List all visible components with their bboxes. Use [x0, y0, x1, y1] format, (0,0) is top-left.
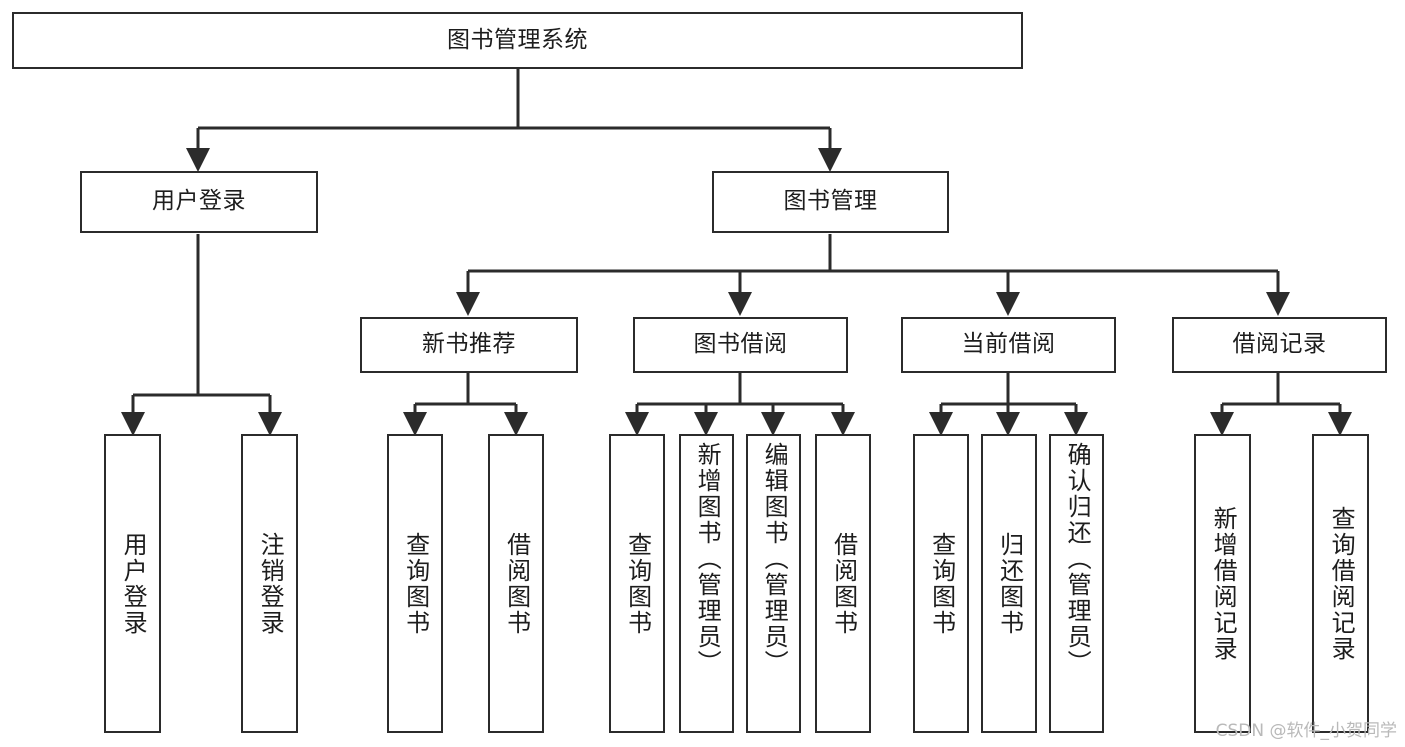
- node-leaf-current-return[interactable]: 归还图书: [981, 434, 1037, 733]
- node-leaf-borrow-edit-admin[interactable]: 编辑图书（管理员）: [746, 434, 801, 733]
- node-borrow-record[interactable]: 借阅记录: [1172, 317, 1387, 373]
- node-leaf-borrow-borrow-label: 借阅图书: [829, 531, 858, 636]
- node-leaf-user-login-signout-label: 注销登录: [256, 531, 285, 636]
- node-borrow-record-label: 借阅记录: [1232, 331, 1327, 358]
- node-leaf-borrow-query-label: 查询图书: [623, 531, 652, 636]
- node-leaf-borrow-edit-admin-label: 编辑图书（管理员）: [760, 442, 789, 676]
- node-root-system[interactable]: 图书管理系统: [12, 12, 1023, 69]
- node-leaf-borrow-add-admin[interactable]: 新增图书（管理员）: [679, 434, 734, 733]
- node-root-system-label: 图书管理系统: [447, 26, 588, 53]
- node-new-book-recommend[interactable]: 新书推荐: [360, 317, 578, 373]
- node-leaf-record-add[interactable]: 新增借阅记录: [1194, 434, 1251, 733]
- node-new-book-recommend-label: 新书推荐: [422, 331, 516, 358]
- node-book-management[interactable]: 图书管理: [712, 171, 949, 233]
- node-user-login[interactable]: 用户登录: [80, 171, 318, 233]
- node-book-borrow[interactable]: 图书借阅: [633, 317, 848, 373]
- node-leaf-record-query-label: 查询借阅记录: [1327, 505, 1356, 662]
- csdn-watermark: CSDN @软件_小贺同学: [1215, 721, 1397, 741]
- node-leaf-borrow-borrow[interactable]: 借阅图书: [815, 434, 871, 733]
- node-leaf-borrow-add-admin-label: 新增图书（管理员）: [693, 442, 722, 676]
- node-leaf-newbook-borrow[interactable]: 借阅图书: [488, 434, 544, 733]
- node-leaf-record-add-label: 新增借阅记录: [1209, 505, 1238, 662]
- node-book-management-label: 图书管理: [783, 188, 878, 215]
- node-current-borrow-label: 当前借阅: [961, 331, 1056, 358]
- node-leaf-user-login-signin-label: 用户登录: [119, 531, 148, 636]
- node-leaf-newbook-query-label: 查询图书: [401, 531, 430, 636]
- node-leaf-newbook-borrow-label: 借阅图书: [502, 531, 531, 636]
- node-leaf-current-query[interactable]: 查询图书: [913, 434, 969, 733]
- node-leaf-user-login-signin[interactable]: 用户登录: [104, 434, 161, 733]
- node-leaf-current-return-label: 归还图书: [995, 531, 1024, 636]
- node-leaf-newbook-query[interactable]: 查询图书: [387, 434, 443, 733]
- node-leaf-borrow-query[interactable]: 查询图书: [609, 434, 665, 733]
- node-user-login-label: 用户登录: [152, 188, 246, 215]
- node-leaf-record-query[interactable]: 查询借阅记录: [1312, 434, 1369, 733]
- node-current-borrow[interactable]: 当前借阅: [901, 317, 1116, 373]
- node-leaf-current-query-label: 查询图书: [927, 531, 956, 636]
- node-book-borrow-label: 图书借阅: [693, 331, 788, 358]
- node-leaf-user-login-signout[interactable]: 注销登录: [241, 434, 298, 733]
- node-leaf-current-confirm-admin[interactable]: 确认归还（管理员）: [1049, 434, 1104, 733]
- node-leaf-current-confirm-admin-label: 确认归还（管理员）: [1063, 442, 1092, 676]
